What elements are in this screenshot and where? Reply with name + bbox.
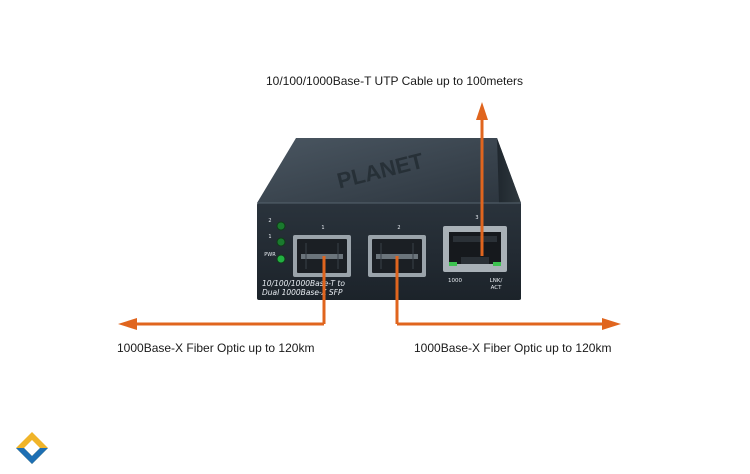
- led-label-pwr: PWR: [264, 252, 276, 258]
- port-number-1: 1: [321, 225, 324, 231]
- callout-utp-cable: 10/100/1000Base-T UTP Cable up to 100met…: [266, 74, 524, 88]
- rj45-label-speed: 1000: [448, 278, 462, 284]
- led-label-1: 1: [268, 234, 271, 240]
- callout-fiber-left: 1000Base-X Fiber Optic up to 120km: [117, 341, 315, 355]
- port-number-2: 2: [397, 225, 400, 231]
- rj45-label-link: LNK/: [490, 278, 503, 284]
- sfp-port-1[interactable]: [293, 235, 351, 277]
- model-description-line2: Dual 1000Base-X SFP: [262, 288, 343, 297]
- rj45-led-left: [449, 262, 457, 266]
- rj45-led-right: [493, 262, 501, 266]
- device-top-panel: [257, 138, 521, 203]
- rj45-label-act: ACT: [491, 285, 503, 291]
- arrow-utp: [476, 102, 488, 256]
- rj45-port-3[interactable]: [443, 226, 507, 272]
- arrow-fiber-right: [395, 256, 621, 330]
- port-number-3: 3: [475, 215, 478, 221]
- corner-logo-icon: [16, 432, 48, 464]
- model-description-line1: 10/100/1000Base-T to: [262, 279, 345, 288]
- led-1-indicator: [276, 237, 286, 247]
- callout-fiber-right: 1000Base-X Fiber Optic up to 120km: [414, 341, 612, 355]
- led-label-2: 2: [268, 218, 271, 224]
- led-2-indicator: [276, 221, 286, 231]
- status-leds: 2 1 PWR: [264, 218, 286, 264]
- arrow-fiber-left: [118, 256, 326, 330]
- led-pwr-indicator: [276, 254, 286, 264]
